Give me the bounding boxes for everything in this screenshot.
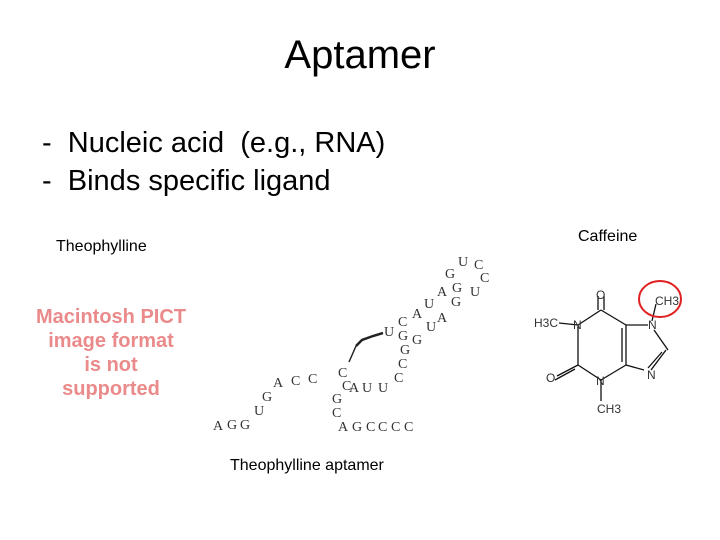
caffeine-atom: N	[647, 368, 656, 382]
nucleotide: U	[384, 325, 395, 340]
aptamer-label: Theophylline aptamer	[230, 457, 384, 474]
caffeine-atom: O	[546, 371, 556, 385]
nucleotide: U	[254, 404, 265, 419]
caffeine-atom: N	[596, 374, 605, 388]
nucleotide: C	[342, 379, 352, 394]
pict-line-2: image format	[48, 330, 174, 352]
nucleotide: U	[426, 320, 437, 335]
nucleotide: A	[273, 376, 284, 391]
pict-line-3: is not supported	[62, 354, 160, 400]
nucleotide: C	[338, 366, 348, 381]
nucleotide: C	[474, 258, 484, 273]
nucleotide: A	[338, 420, 349, 435]
nucleotide: G	[445, 267, 456, 282]
nucleotide: C	[394, 371, 404, 386]
caffeine-atom: CH3	[597, 402, 622, 416]
nucleotide: G	[452, 281, 463, 296]
pict-line-1: Macintosh PICT	[36, 306, 187, 328]
nucleotide: U	[378, 381, 389, 396]
nucleotide: G	[352, 420, 363, 435]
bullet-nucleic-acid: - Nucleic acid (e.g., RNA)	[42, 127, 386, 159]
nucleotide: C	[398, 357, 408, 372]
nucleotide: G	[412, 333, 423, 348]
nucleotide: C	[378, 420, 388, 435]
caffeine-atom: O	[596, 288, 606, 302]
nucleotide: C	[332, 406, 342, 421]
nucleotide: G	[332, 392, 343, 407]
caffeine-atom: CH3	[655, 294, 680, 308]
nucleotide: U	[424, 297, 435, 312]
nucleotide: C	[308, 372, 318, 387]
nucleotide: A	[412, 307, 423, 322]
nucleotide: G	[240, 418, 251, 433]
methyl-highlight-circle	[638, 280, 682, 318]
nucleotide: A	[437, 285, 448, 300]
nucleotide: C	[404, 420, 414, 435]
nucleotide: G	[262, 390, 273, 405]
theophylline-label: Theophylline	[56, 238, 147, 255]
pict-placeholder-image: Macintosh PICT image format is not suppo…	[36, 305, 186, 401]
nucleotide: C	[480, 271, 490, 286]
nucleotide: G	[227, 418, 238, 433]
nucleotide: A	[437, 311, 448, 326]
nucleotide: C	[391, 420, 401, 435]
bullet-binds-ligand: - Binds specific ligand	[42, 165, 331, 197]
nucleotide: U	[362, 381, 373, 396]
nucleotide: G	[398, 329, 409, 344]
nucleotide: U	[470, 285, 481, 300]
nucleotide: G	[400, 343, 411, 358]
slide-title: Aptamer	[284, 33, 436, 77]
nucleotide: C	[366, 420, 376, 435]
nucleotide: G	[451, 295, 462, 310]
caffeine-atom: H3C	[534, 316, 559, 330]
nucleotide: C	[291, 374, 301, 389]
nucleotide: U	[458, 255, 469, 270]
caffeine-atom: N	[648, 318, 657, 332]
nucleotide: A	[349, 381, 360, 396]
nucleotide: A	[213, 419, 224, 434]
caffeine-atom: N	[573, 318, 582, 332]
nucleotide: C	[398, 315, 408, 330]
bullet-list: - Nucleic acid (e.g., RNA) - Binds speci…	[42, 124, 385, 200]
caffeine-label: Caffeine	[578, 228, 638, 245]
